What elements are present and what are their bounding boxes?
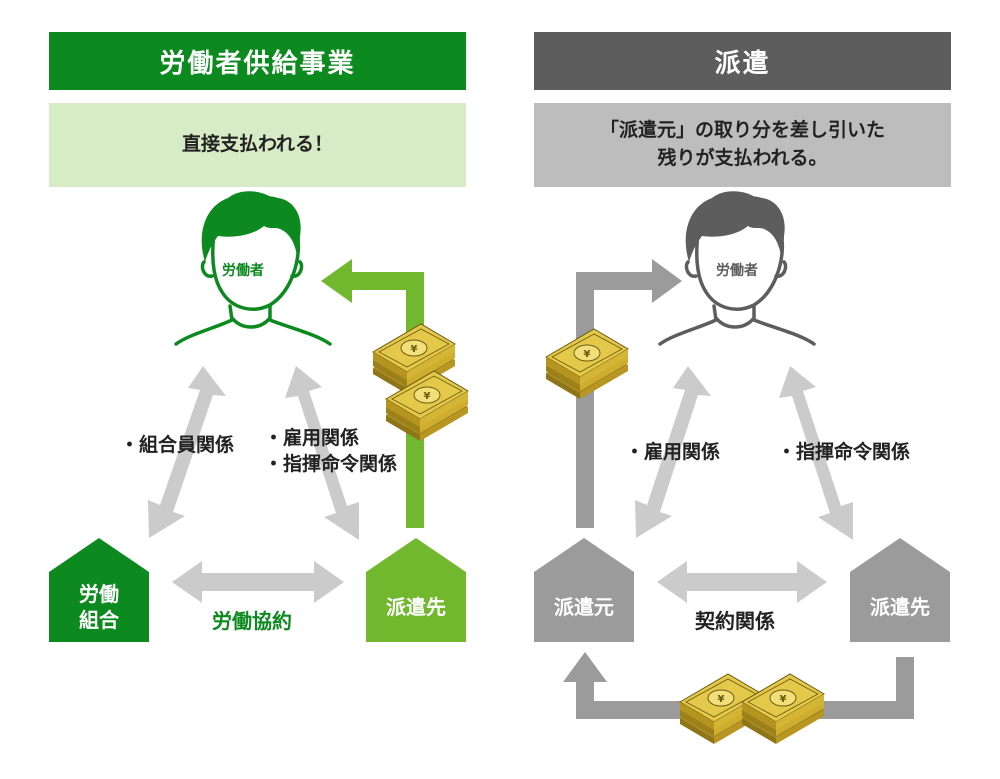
double-arrow-icon bbox=[148, 366, 359, 603]
right-destination-label: 派遣先 bbox=[870, 595, 930, 619]
rel-dest-worker: ・指揮命令関係 bbox=[777, 441, 911, 463]
right-title-bar: 派遣 bbox=[534, 32, 951, 90]
right-subtitle-line1: 「派遣元」の取り分を差し引いた bbox=[599, 119, 885, 142]
left-destination-label: 派遣先 bbox=[386, 595, 446, 619]
left-worker-hair-icon bbox=[201, 191, 301, 262]
left-destination-house-shape bbox=[366, 538, 466, 642]
labor-agreement-label: 労働協約 bbox=[212, 609, 292, 633]
left-subtitle: 直接支払われる！ bbox=[181, 133, 334, 156]
left-subtitle-box: 直接支払われる！ bbox=[49, 103, 466, 187]
rel-origin-worker: ・雇用関係 bbox=[625, 441, 721, 463]
rel-union-worker: ・組合員関係 bbox=[120, 434, 235, 456]
contract-relation-label: 契約関係 bbox=[695, 609, 775, 633]
left-worker-label: 労働者 bbox=[222, 263, 264, 279]
origin-house-shape bbox=[534, 538, 634, 642]
union-house-shape bbox=[49, 538, 149, 642]
rel-dest-worker-2: ・指揮命令関係 bbox=[264, 453, 398, 475]
right-destination-house-shape bbox=[850, 538, 950, 642]
right-subtitle-box: 「派遣元」の取り分を差し引いた 残りが支払われる。 bbox=[534, 103, 951, 187]
left-title: 労働者供給事業 bbox=[159, 48, 356, 79]
origin-label: 派遣元 bbox=[554, 595, 614, 619]
right-subtitle-line2: 残りが支払われる。 bbox=[657, 147, 828, 169]
union-label-line2: 組合 bbox=[79, 608, 119, 632]
right-worker-hair-icon bbox=[685, 191, 785, 262]
right-worker-label: 労働者 bbox=[716, 263, 758, 279]
money-bundle-icon bbox=[372, 323, 469, 442]
union-label-line1: 労働 bbox=[79, 582, 119, 606]
left-title-bar: 労働者供給事業 bbox=[49, 32, 466, 90]
union-label: 労働 組合 bbox=[49, 572, 149, 642]
double-arrow-icon bbox=[635, 366, 853, 603]
right-title: 派遣 bbox=[714, 48, 771, 79]
rel-dest-worker-1: ・雇用関係 bbox=[264, 427, 360, 449]
